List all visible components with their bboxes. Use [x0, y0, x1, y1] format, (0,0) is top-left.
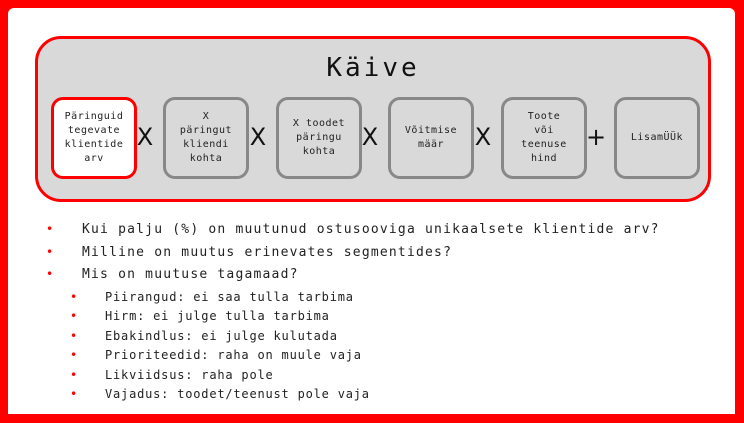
operator-plus: +	[586, 123, 607, 151]
box-label: LisamÜÜk	[630, 132, 684, 143]
box-label: Toote või teenuse hind	[521, 111, 567, 164]
bullet-icon: •	[70, 368, 78, 382]
bullet-item: Kui palju (%) on muutunud ostusooviga un…	[82, 222, 660, 237]
bullet-icon: •	[70, 329, 78, 343]
bullet-icon: •	[46, 267, 54, 281]
formula-box-clients: Päringuid tegevate klientide arv	[51, 97, 137, 179]
operator-multiply: X	[136, 123, 154, 151]
operator-multiply: X	[249, 123, 267, 151]
bullet-icon: •	[70, 309, 78, 323]
bullet-subitem: Piirangud: ei saa tulla tarbima	[105, 290, 354, 304]
formula-box-win-rate: Võitmise määr	[388, 97, 474, 179]
bullet-icon: •	[70, 290, 78, 304]
bullet-subitem: Hirm: ei julge tulla tarbima	[105, 309, 330, 323]
box-label: X päringut kliendi kohta	[179, 111, 233, 164]
operator-multiply: X	[361, 123, 379, 151]
slide: Käive Päringuid tegevate klientide arv X…	[8, 8, 735, 414]
formula-box-upsell: LisamÜÜk	[614, 97, 700, 179]
bullet-subitem: Ebakindlus: ei julge kulutada	[105, 329, 338, 343]
bullet-subitem: Prioriteedid: raha on muule vaja	[105, 348, 362, 362]
formula-box-queries-per-client: X päringut kliendi kohta	[163, 97, 249, 179]
bullet-icon: •	[46, 222, 54, 236]
bullet-subitem: Likviidsus: raha pole	[105, 368, 274, 382]
box-label: Võitmise määr	[404, 125, 458, 150]
box-label: X toodet päringu kohta	[292, 118, 346, 157]
formula-box-price: Toote või teenuse hind	[501, 97, 587, 179]
bullet-item: Mis on muutuse tagamaad?	[82, 267, 299, 282]
slide-title: Käive	[326, 53, 420, 83]
bullet-icon: •	[70, 387, 78, 401]
operator-multiply: X	[474, 123, 492, 151]
bullet-item: Milline on muutus erinevates segmentides…	[82, 245, 453, 260]
bullet-subitem: Vajadus: toodet/teenust pole vaja	[105, 387, 370, 401]
bullet-icon: •	[46, 245, 54, 259]
formula-panel: Käive Päringuid tegevate klientide arv X…	[35, 36, 711, 202]
bullet-icon: •	[70, 348, 78, 362]
formula-box-products-per-query: X toodet päringu kohta	[276, 97, 362, 179]
box-label: Päringuid tegevate klientide arv	[64, 111, 124, 164]
